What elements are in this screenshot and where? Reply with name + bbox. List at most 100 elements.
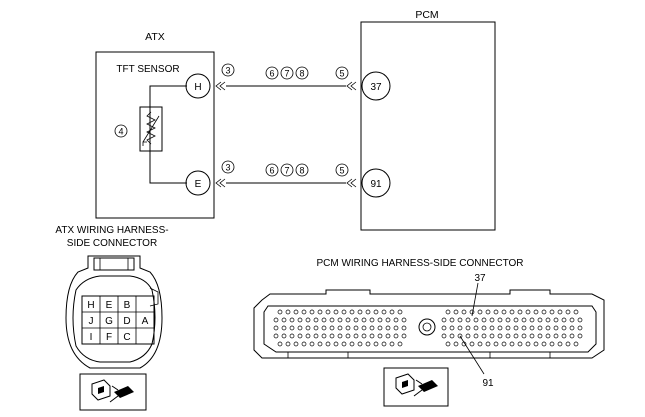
pcm-pin-dot <box>501 341 507 347</box>
pcm-pin-dot <box>529 317 535 323</box>
pcm-leader-37 <box>471 282 479 317</box>
pcm-pin-dot <box>557 341 563 347</box>
pcm-pin-dot <box>289 325 295 331</box>
pcm-pin-dot <box>305 333 311 339</box>
pcm-pin-dot <box>325 341 331 347</box>
pcm-pin-dot <box>377 333 383 339</box>
pcm-pin-dot <box>321 333 327 339</box>
pcm-pin-dot <box>377 325 383 331</box>
pcm-pin-dot <box>285 341 291 347</box>
pcm-pin-dot <box>557 309 563 315</box>
pcm-pin-dot <box>505 333 511 339</box>
pcm-pin-dot <box>529 333 535 339</box>
pcm-pin-dots-right <box>441 309 583 347</box>
pcm-pin-dot <box>489 333 495 339</box>
pcm-pin-dot <box>353 325 359 331</box>
pcm-pin-dot <box>329 333 335 339</box>
pcm-pin-dot <box>461 309 467 315</box>
pcm-pin-dot <box>317 309 323 315</box>
pcm-pin-dot <box>485 341 491 347</box>
pcm-pin-dot <box>481 325 487 331</box>
pcm-module-label: PCM <box>415 9 438 21</box>
terminal-e-circle <box>185 170 211 196</box>
pcm-pin-dot <box>537 325 543 331</box>
callout-3-bottom: 3 <box>225 163 230 173</box>
pcm-pin-dot <box>337 325 343 331</box>
pcm-pin-dot <box>345 325 351 331</box>
pcm-pin-dot <box>537 317 543 323</box>
pcm-pin-dot <box>361 325 367 331</box>
atx-pin-c: C <box>123 332 130 343</box>
pcm-pin-dot <box>477 341 483 347</box>
pcm-pin-dot <box>281 317 287 323</box>
pcm-pin-dot <box>449 317 455 323</box>
terminal-37-circle <box>361 71 391 101</box>
pcm-pin-dot <box>497 317 503 323</box>
pcm-pin-dot <box>573 309 579 315</box>
pcm-pin-dot <box>333 341 339 347</box>
pcm-pin-dot <box>449 333 455 339</box>
pcm-pin-dot <box>337 333 343 339</box>
pcm-pin-dot <box>385 325 391 331</box>
pcm-pin-dot <box>569 325 575 331</box>
pcm-pin-dot <box>521 325 527 331</box>
atx-module-label: ATX <box>145 31 165 43</box>
pcm-pin-dot <box>453 309 459 315</box>
atx-pin-i: I <box>90 332 93 343</box>
pcm-pin-dot <box>365 309 371 315</box>
pcm-pin-dot <box>457 317 463 323</box>
pcm-pin-dot <box>561 317 567 323</box>
terminal-h-label: H <box>194 82 201 93</box>
pcm-pin-dot <box>337 317 343 323</box>
pcm-pin-dot <box>325 309 331 315</box>
pcm-pin-dot <box>305 325 311 331</box>
pcm-pin-dot <box>321 317 327 323</box>
pcm-pin-dot <box>373 309 379 315</box>
pcm-pin-dot <box>313 317 319 323</box>
pcm-pin-dot <box>385 333 391 339</box>
callout-7-bottom: 7 <box>284 166 289 176</box>
pcm-pin-dot <box>573 341 579 347</box>
atx-pin-b: B <box>124 300 131 311</box>
pcm-pin-dot <box>477 309 483 315</box>
pcm-pin-dots-left <box>273 309 407 347</box>
pcm-pin-dot <box>509 341 515 347</box>
pcm-pin-dot <box>469 341 475 347</box>
pcm-pin-dot <box>577 333 583 339</box>
pcm-pin-dot <box>501 309 507 315</box>
pcm-pin-dot <box>277 341 283 347</box>
pcm-pin-dot <box>513 317 519 323</box>
pcm-pin-dot <box>493 309 499 315</box>
pcm-pin-dot <box>301 341 307 347</box>
pcm-pin-dot <box>277 309 283 315</box>
pcm-pin-dot <box>377 317 383 323</box>
pcm-pin-dot <box>497 325 503 331</box>
terminal-h-circle <box>185 73 211 99</box>
terminal-37-label: 37 <box>370 82 382 93</box>
pcm-pin-dot <box>397 341 403 347</box>
pcm-pin-dot <box>441 333 447 339</box>
pcm-pin-dot <box>517 309 523 315</box>
pcm-pin-dot <box>505 325 511 331</box>
pcm-pin-dot <box>513 325 519 331</box>
pcm-pin-dot <box>341 341 347 347</box>
atx-probe-icon <box>79 373 147 411</box>
pcm-pin-dot <box>541 309 547 315</box>
pcm-pin-dot <box>393 325 399 331</box>
pcm-pin-dot <box>473 317 479 323</box>
thermistor-symbol <box>146 111 156 145</box>
callout-5-bottom: 5 <box>339 166 344 176</box>
terminal-91-label: 91 <box>370 179 382 190</box>
atx-pin-h: H <box>87 300 94 311</box>
pcm-pin-dot <box>569 333 575 339</box>
pcm-pin-dot <box>537 333 543 339</box>
pcm-pin-dot <box>345 317 351 323</box>
pcm-pin-dot <box>393 333 399 339</box>
pcm-pin-dot <box>321 325 327 331</box>
pcm-label-37: 37 <box>474 273 486 284</box>
pcm-pin-dot <box>445 309 451 315</box>
atx-pin-g: G <box>105 316 113 327</box>
pcm-pin-dot <box>345 333 351 339</box>
pcm-pin-dot <box>561 333 567 339</box>
pcm-pin-dot <box>349 341 355 347</box>
